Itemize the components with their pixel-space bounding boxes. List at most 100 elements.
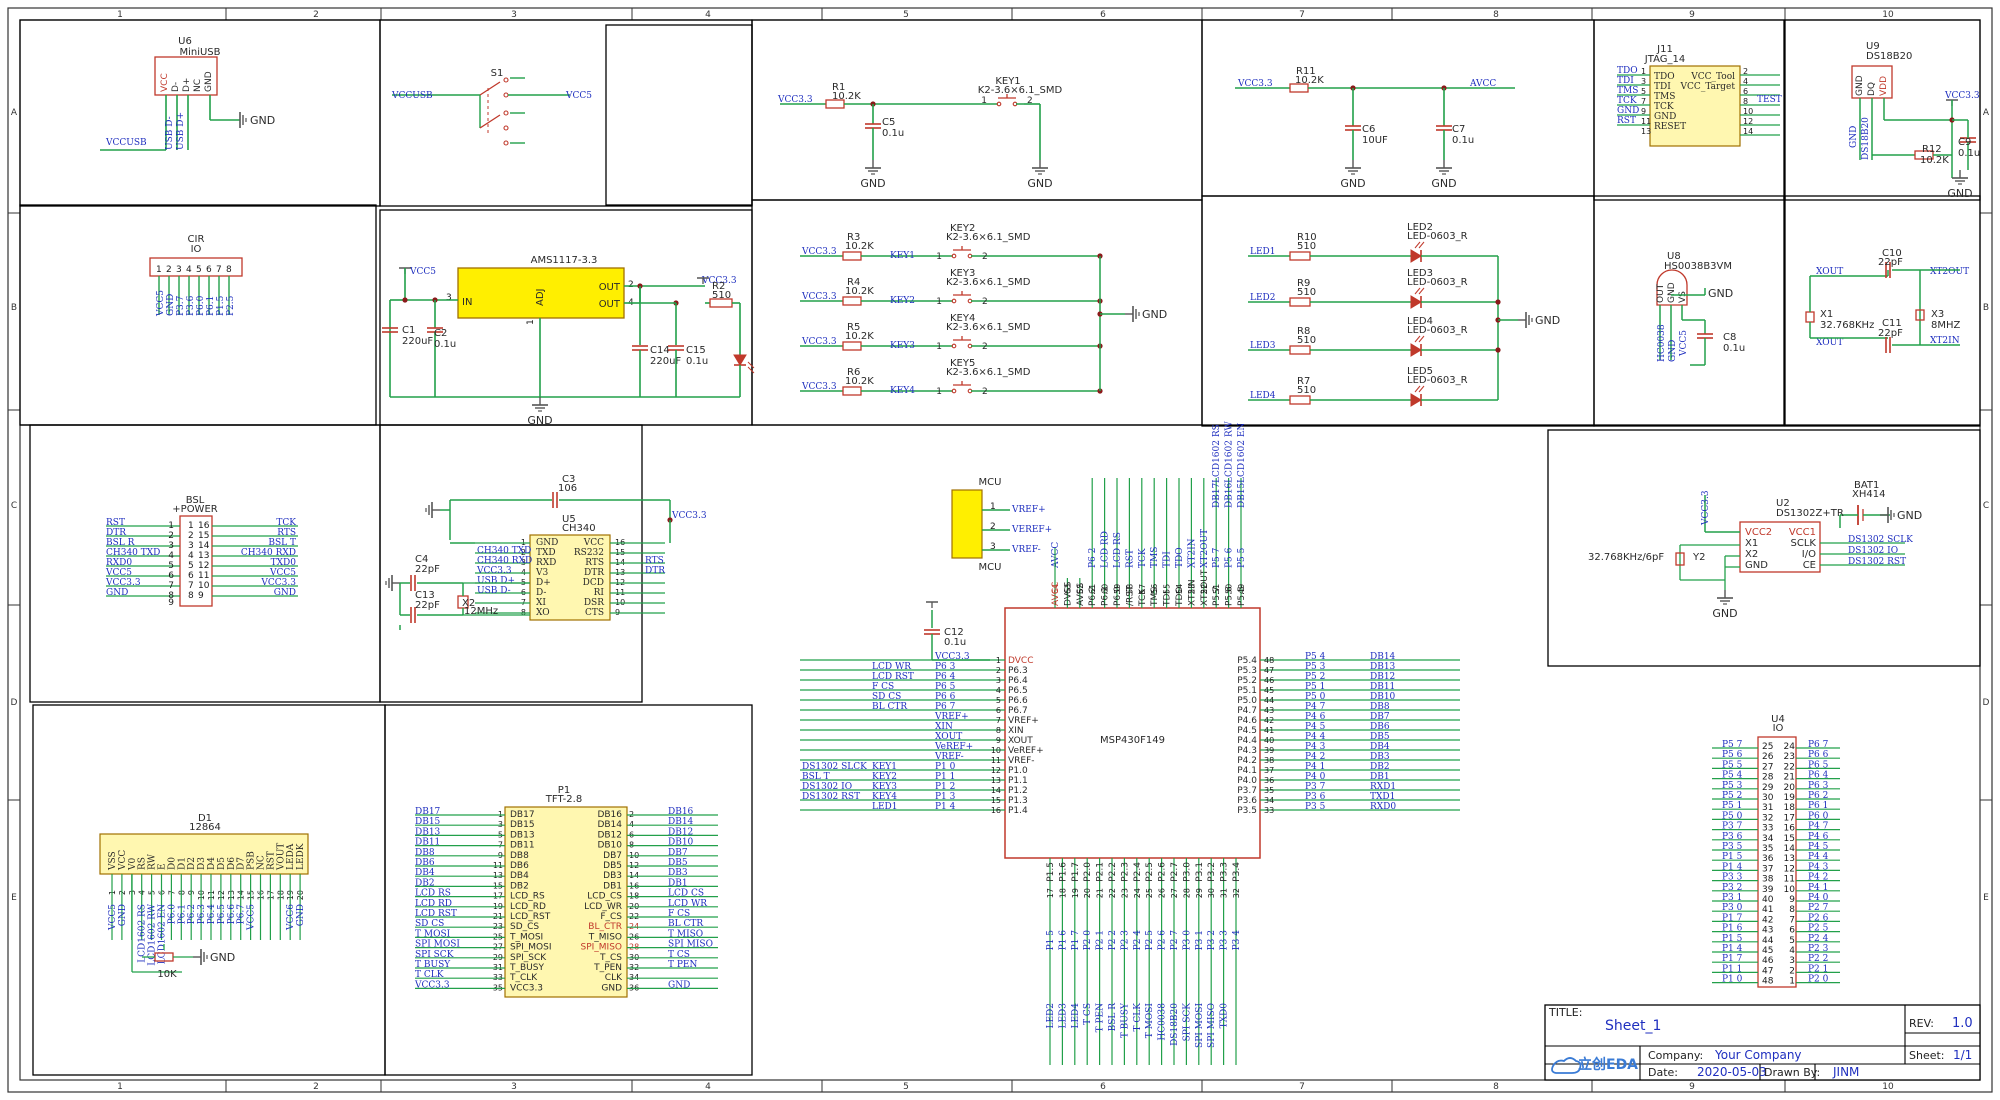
net-label: VCC5 (156, 290, 166, 317)
pin-number: 1 (188, 521, 194, 531)
net-label: P6 5 (1808, 760, 1829, 770)
pin-name: DB15 (510, 820, 535, 830)
grid-column-label: 10 (1882, 1082, 1894, 1092)
pin-name: P5.5 (1237, 586, 1247, 606)
net-label: BSL R (106, 538, 135, 548)
net-label: P1 7 (1722, 954, 1743, 964)
part-ref: C6 (1362, 124, 1375, 135)
net-label: P2 1 (1096, 930, 1106, 950)
grid-row-label: E (11, 893, 17, 903)
ground-label: GND (860, 177, 885, 190)
pin-number: 6 (996, 706, 1001, 715)
pin-name: TDO (1175, 586, 1185, 607)
pin-number: 37 (1264, 766, 1274, 775)
grid-column-label: 7 (1299, 10, 1305, 20)
pin-number: 4 (996, 686, 1001, 695)
net-label: DB8 (415, 848, 435, 858)
net-label: DB5 (1370, 732, 1390, 742)
net-label: P4 3 (1808, 862, 1829, 872)
net-label: RXD1 (1370, 782, 1396, 792)
outer-border (7, 7, 1993, 1093)
pin-name: LEDK (296, 843, 306, 870)
net-label: VREF+ (934, 712, 969, 722)
pin-name: VS (1678, 291, 1688, 303)
net-label: P3 7 (1305, 782, 1326, 792)
pin-number: 60 (1101, 584, 1110, 594)
pin-number: 1 (526, 319, 536, 325)
pin-number: 17 (1784, 813, 1795, 823)
pin-number: 35 (1762, 844, 1773, 854)
pin-name: TXD (536, 548, 556, 558)
net-label: P6 4 (935, 672, 956, 682)
pin-name: P4.4 (1237, 736, 1257, 746)
net-label: P5 2 (1722, 791, 1742, 801)
pin-number: 1 (936, 297, 942, 307)
pin-number: 1 (936, 252, 942, 262)
net-label: DS1302 SLCK (802, 762, 867, 772)
net-label: TDO (1617, 66, 1638, 76)
net-label: P6 6 (1808, 750, 1829, 760)
pin-number: 22 (1108, 888, 1117, 898)
pin-number: 39 (1762, 885, 1774, 895)
net-label: VCC5 (565, 91, 592, 101)
net-label: P3.6 (186, 295, 196, 316)
net-label: P5 7 (1212, 547, 1222, 568)
pin-number: 29 (1762, 783, 1774, 793)
net-label: P3 0 (1182, 930, 1192, 951)
net-label: P4 5 (1305, 722, 1326, 732)
net-label: P1 1 (935, 772, 955, 782)
pin-number: 13 (991, 776, 1001, 785)
pin-number: 10 (991, 746, 1001, 755)
net-label: VCC3.3 (934, 652, 970, 662)
pin-name: LCD_RST (510, 912, 551, 922)
pin-number: 22 (1784, 762, 1795, 772)
net-label: TCK (1617, 96, 1637, 106)
grid-column-label: 9 (1689, 10, 1695, 20)
pin-name: PSB (247, 851, 257, 870)
pin-name: GND (1855, 75, 1865, 96)
pin-name: IN (462, 297, 472, 308)
pin-number: 28 (1762, 773, 1774, 783)
net-label: T MISO (668, 929, 703, 939)
led-symbol (1410, 249, 1422, 263)
pin-number: 29 (1195, 888, 1204, 898)
pin-name: P6.3 (1008, 666, 1028, 676)
pin-name: TMS (1654, 92, 1675, 102)
grid-column-label: 8 (1493, 10, 1499, 20)
pin-name: D6 (227, 857, 237, 870)
pin-name: VCC (160, 73, 170, 92)
net-label: P6 1 (1808, 801, 1828, 811)
net-label: VREF- (1011, 545, 1041, 555)
net-label: SPI MISO (668, 940, 713, 950)
title-block-frame (1544, 1004, 1981, 1081)
pin-name: CLK (605, 973, 623, 983)
net-label: P1 2 (935, 782, 955, 792)
section-frame (605, 24, 753, 206)
pin-number: 12 (991, 766, 1001, 775)
net-label: DB15 (1237, 482, 1247, 508)
pin-name: RXD (536, 558, 556, 568)
net-label: P6.5 (217, 904, 227, 925)
part-ref: X2 (462, 598, 475, 609)
net-label: T CS (668, 950, 690, 960)
logo-text: 立创EDA (1578, 1056, 1638, 1073)
part-ref: Y2 (1692, 552, 1705, 563)
part-value: CH340 (562, 523, 596, 534)
pin-number: 2 (990, 522, 996, 532)
pin-number: 11 (198, 571, 209, 581)
ground-label: GND (1712, 607, 1737, 620)
net-label: P6.7 (237, 904, 247, 925)
pin-number: 61 (1088, 584, 1097, 594)
net-label: DB15 (415, 817, 441, 827)
part-value: 510 (1297, 287, 1316, 298)
pin-number: 23 (1784, 752, 1795, 762)
net-label: LCD RD (415, 899, 452, 909)
net-label: DB16 (1225, 482, 1235, 508)
part-value: 10.2K (1295, 75, 1324, 86)
pin-name: CE (1803, 560, 1816, 571)
part-value: +POWER (172, 504, 217, 515)
pin-number: 15 (198, 531, 209, 541)
net-label: VCC3.3 (1237, 79, 1273, 89)
pin-number: 41 (1264, 726, 1274, 735)
pin-name: P1.6 (1058, 862, 1068, 882)
